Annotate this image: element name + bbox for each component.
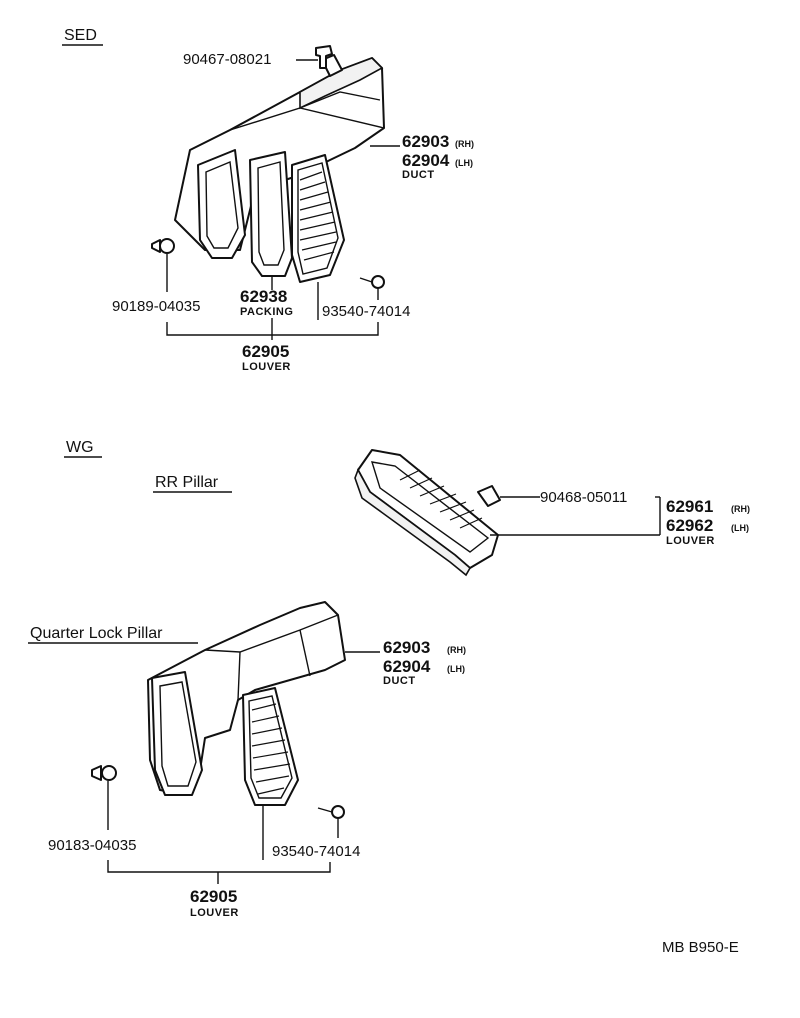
wg-rr-louver-lh-tag: (LH) <box>731 523 749 533</box>
sed-duct-rh-partno: 62903 <box>402 132 449 151</box>
wg-quarter-duct-illustration <box>147 601 346 806</box>
wg-rr-clip-icon <box>477 485 501 507</box>
wg-quarter-duct-rh-tag: (RH) <box>447 645 466 655</box>
sed-duct-rh-tag: (RH) <box>455 139 474 149</box>
wg-rr-louver-rh-tag: (RH) <box>731 504 750 514</box>
sed-clip-top-icon <box>315 45 333 69</box>
wg-rr-louver-name: LOUVER <box>666 535 715 547</box>
section-title-rr-pillar: RR Pillar <box>155 474 219 491</box>
sed-screw-icon <box>359 275 385 289</box>
wg-quarter-duct-rh-partno: 62903 <box>383 638 430 657</box>
wg-quarter-clip-icon <box>91 765 117 781</box>
wg-rr-clip-partno: 90468-05011 <box>540 489 627 506</box>
wg-quarter-louver-partno: 62905 <box>190 887 237 906</box>
wg-quarter-duct-name: DUCT <box>383 675 416 687</box>
wg-quarter-louver-bracket <box>107 860 331 873</box>
wg-rr-louver-lh-partno: 62962 <box>666 516 713 535</box>
sed-packing-partno: 62938 <box>240 287 287 306</box>
sed-duct-lh-partno: 62904 <box>402 151 450 170</box>
sed-clip-left-icon <box>151 238 175 254</box>
section-title-wg: WG <box>66 439 94 456</box>
wg-quarter-screw-partno: 93540-74014 <box>272 843 360 860</box>
sed-screw-partno: 93540-74014 <box>322 303 410 320</box>
diagram-code: MB B950-E <box>662 939 739 956</box>
sed-clip-left-partno: 90189-04035 <box>112 298 200 315</box>
sed-clip-top-partno: 90467-08021 <box>183 51 271 68</box>
sed-louver-partno: 62905 <box>242 342 289 361</box>
section-title-quarter-lock-pillar: Quarter Lock Pillar <box>30 625 163 642</box>
sed-duct-illustration <box>174 54 385 283</box>
wg-quarter-duct-lh-partno: 62904 <box>383 657 431 676</box>
wg-quarter-clip-partno: 90183-04035 <box>48 837 136 854</box>
wg-rr-louver-rh-partno: 62961 <box>666 497 713 516</box>
sed-duct-name: DUCT <box>402 169 435 181</box>
sed-louver-name: LOUVER <box>242 361 291 373</box>
wg-quarter-screw-icon <box>317 805 345 819</box>
section-title-sed: SED <box>64 27 97 44</box>
wg-quarter-louver-name: LOUVER <box>190 907 239 919</box>
sed-packing-name: PACKING <box>240 306 293 318</box>
wg-quarter-duct-lh-tag: (LH) <box>447 664 465 674</box>
wg-rr-louver-illustration <box>354 449 499 577</box>
sed-duct-lh-tag: (LH) <box>455 158 473 168</box>
